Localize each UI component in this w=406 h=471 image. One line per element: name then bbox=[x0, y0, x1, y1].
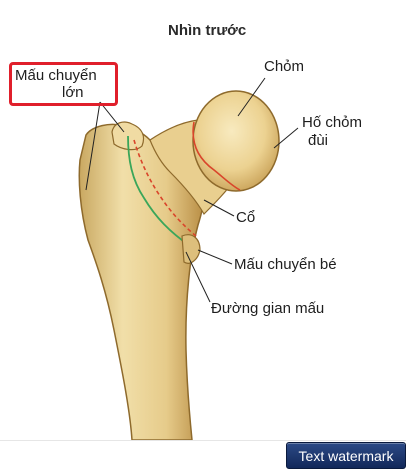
label-neck: Cổ bbox=[236, 209, 256, 226]
leader-neck bbox=[203, 199, 235, 217]
head-margin-line bbox=[192, 121, 241, 191]
leader-lines bbox=[85, 77, 299, 303]
leader-fovea bbox=[273, 127, 299, 149]
lesser-trochanter bbox=[181, 234, 201, 264]
femur-drawing bbox=[78, 77, 299, 441]
leader-lesser-trochanter bbox=[197, 249, 233, 265]
label-intertrochanteric-line: Đường gian mấu bbox=[211, 300, 325, 317]
leader-greater-trochanter-a bbox=[85, 101, 101, 191]
label-greater-trochanter-line2: lớn bbox=[62, 84, 84, 101]
leader-greater-trochanter-b bbox=[99, 101, 125, 133]
femur-illustration: Nhìn trước Mấu chuyển lớn Chỏm Hố chỏm đ… bbox=[9, 22, 363, 441]
label-fovea-line2: đùi bbox=[308, 132, 329, 149]
femoral-neck bbox=[149, 119, 237, 215]
femur-shaft bbox=[78, 123, 205, 441]
highlight-box bbox=[9, 62, 118, 106]
femoral-head bbox=[192, 90, 280, 192]
leader-head bbox=[237, 77, 266, 117]
view-title: Nhìn trước bbox=[168, 22, 247, 39]
label-head: Chỏm bbox=[264, 58, 305, 75]
text-watermark-button[interactable]: Text watermark bbox=[286, 442, 406, 469]
capsule-dashed-line bbox=[133, 139, 197, 237]
label-lesser-trochanter: Mấu chuyển bé bbox=[234, 256, 337, 273]
leader-intertrochanteric bbox=[185, 251, 211, 303]
label-greater-trochanter-line1: Mấu chuyển bbox=[15, 67, 97, 84]
label-fovea-line1: Hố chỏm bbox=[302, 114, 363, 131]
intertrochanteric-green-line bbox=[127, 135, 191, 247]
